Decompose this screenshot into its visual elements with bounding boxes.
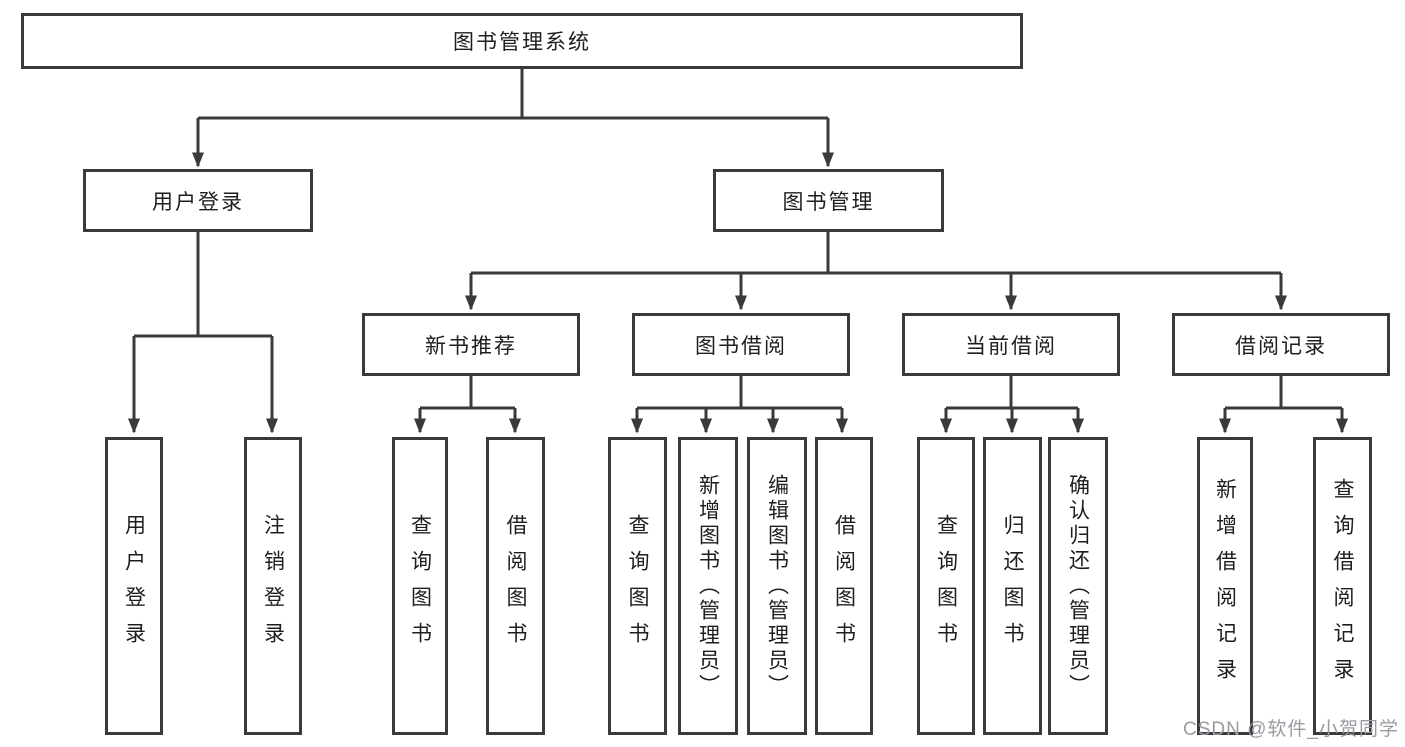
leaf-add-borrow-record: 新增借阅记录 bbox=[1197, 437, 1253, 735]
leaf-query-borrow-record: 查询借阅记录 bbox=[1313, 437, 1372, 735]
leaf-user-login: 用户登录 bbox=[105, 437, 163, 735]
leaf-query-books-1: 查询图书 bbox=[392, 437, 448, 735]
leaf-query-books-3: 查询图书 bbox=[917, 437, 975, 735]
leaf-confirm-return-admin: 确认归还（管理员） bbox=[1048, 437, 1108, 735]
node-library-system: 图书管理系统 bbox=[21, 13, 1023, 69]
leaf-query-books-2: 查询图书 bbox=[608, 437, 667, 735]
node-book-management: 图书管理 bbox=[713, 169, 944, 232]
node-current-borrow: 当前借阅 bbox=[902, 313, 1120, 376]
node-book-borrow: 图书借阅 bbox=[632, 313, 850, 376]
leaf-logout: 注销登录 bbox=[244, 437, 302, 735]
node-new-book-recommend: 新书推荐 bbox=[362, 313, 580, 376]
leaf-return-book: 归还图书 bbox=[983, 437, 1042, 735]
csdn-watermark: CSDN @软件_小贺同学 bbox=[1183, 719, 1399, 740]
leaf-edit-book-admin: 编辑图书（管理员） bbox=[747, 437, 807, 735]
leaf-borrow-books-2: 借阅图书 bbox=[815, 437, 873, 735]
leaf-add-book-admin: 新增图书（管理员） bbox=[678, 437, 738, 735]
leaf-borrow-books-1: 借阅图书 bbox=[486, 437, 545, 735]
node-borrow-records: 借阅记录 bbox=[1172, 313, 1390, 376]
node-user-login-branch: 用户登录 bbox=[83, 169, 313, 232]
